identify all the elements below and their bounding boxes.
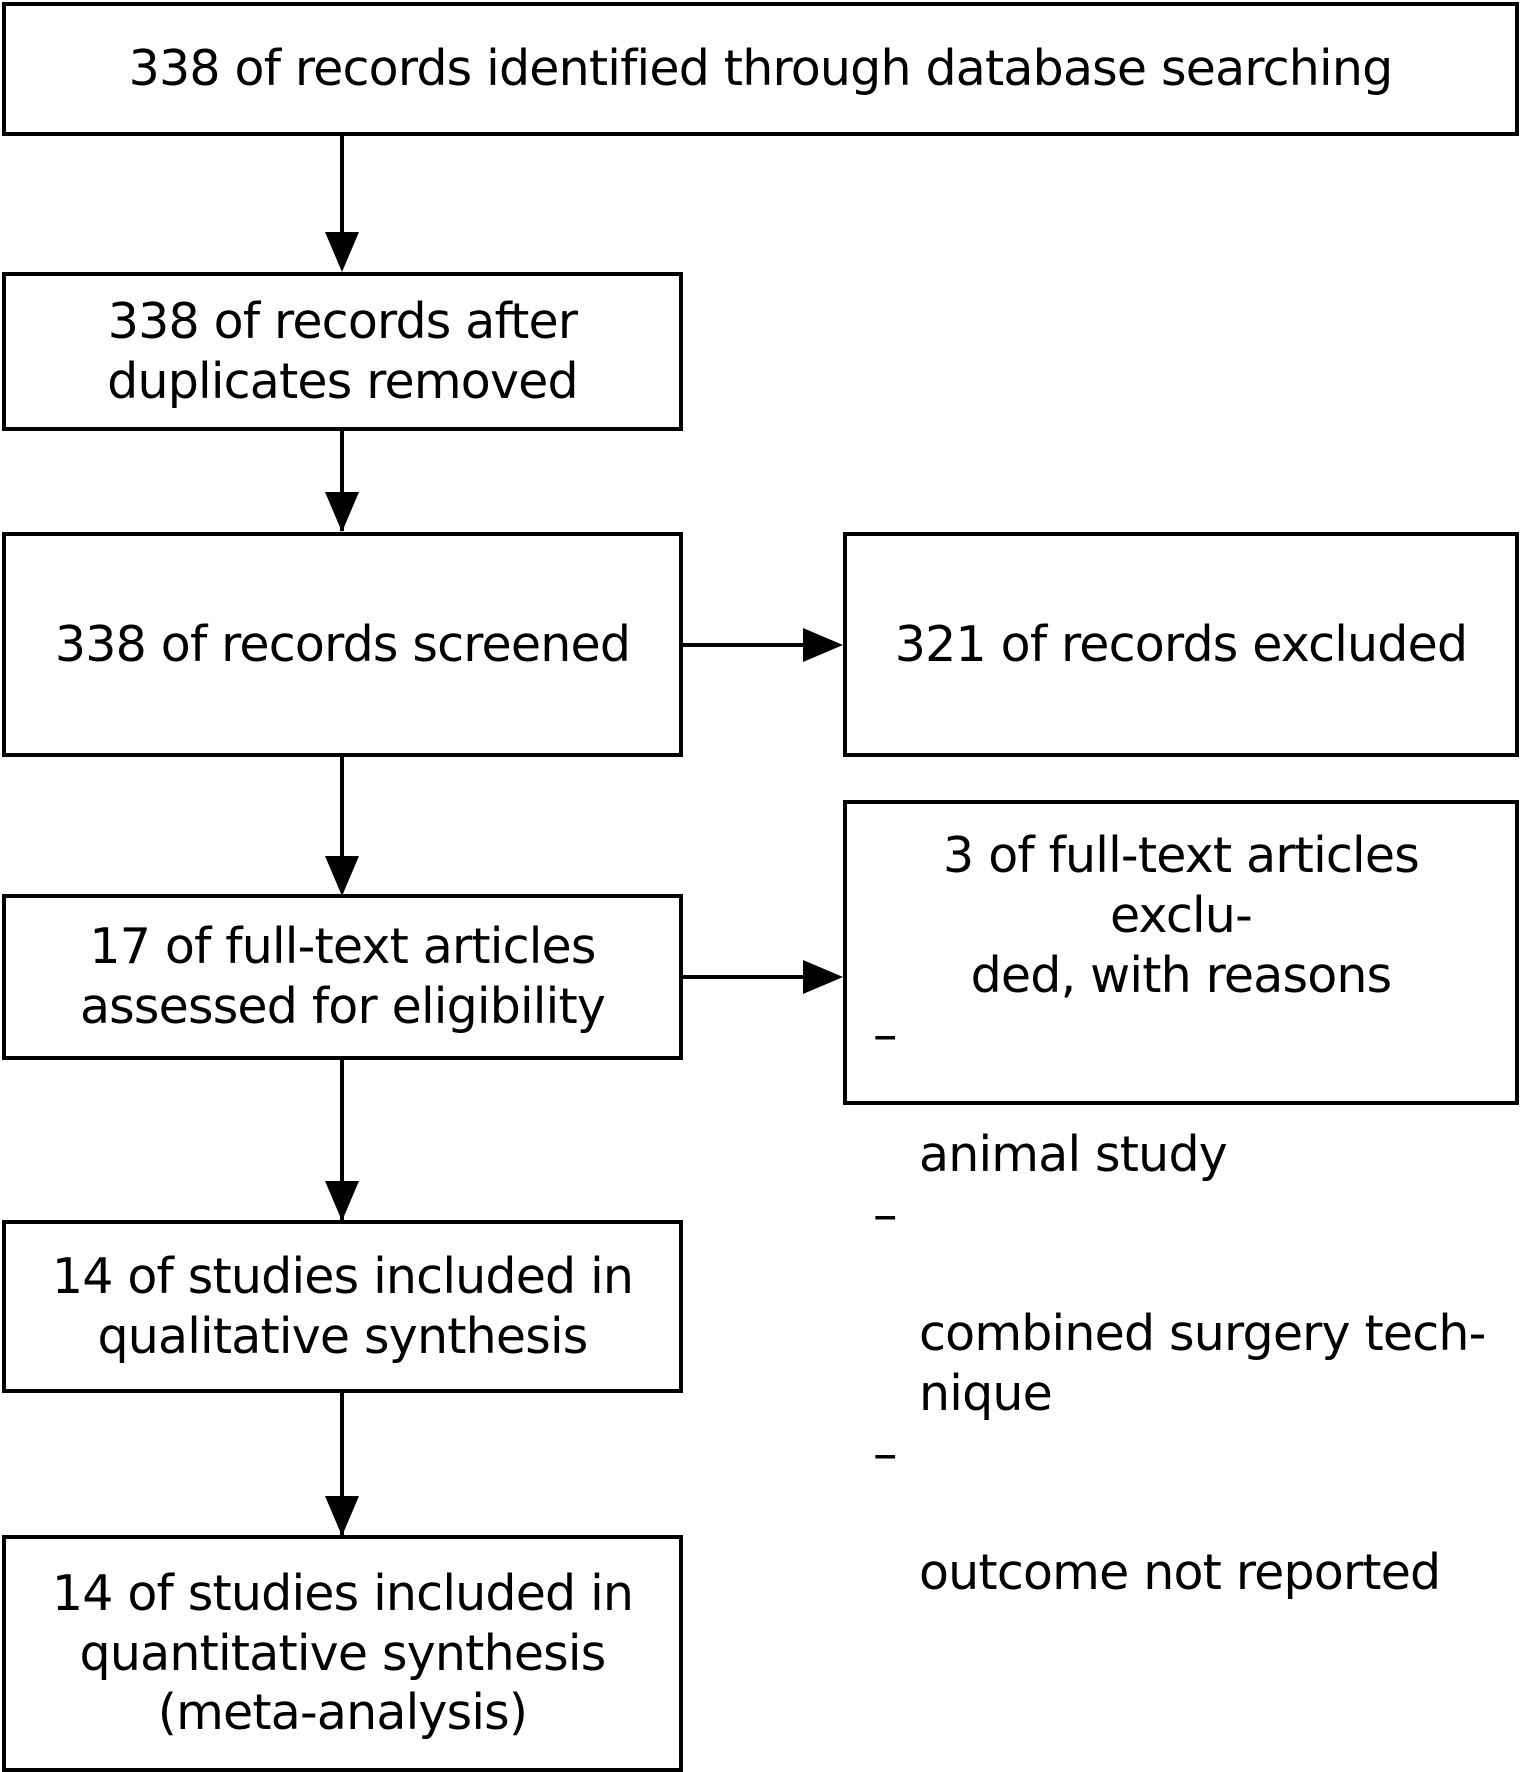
box-records-identified-label: 338 of records identified through databa… [128,40,1394,98]
exclusion-reason-label: combined surgery tech- nique [919,1305,1486,1422]
connector-qualitative-to-quantitative-arrow [325,1496,359,1536]
connector-fulltext-to-qualitative-arrow [325,1181,359,1221]
box-fulltext-excluded-heading: 3 of full-text articles exclu- ded, with… [943,827,1420,1004]
box-fulltext-assessed: 17 of full-text articles assessed for el… [2,894,683,1060]
connector-fulltext-to-excluded-arrow [803,960,843,994]
box-records-screened-label: 338 of records screened [54,615,631,673]
box-duplicates-removed: 338 of records after duplicates removed [2,272,683,431]
dash-bullet-icon: – [873,1006,897,1064]
exclusion-reason-label: animal study [919,1125,1228,1183]
connector-identified-to-duplicates-arrow [325,232,359,272]
box-fulltext-assessed-label: 17 of full-text articles assessed for el… [79,918,606,1035]
box-records-screened: 338 of records screened [2,532,683,757]
exclusion-reason-item: – combined surgery tech- nique [873,1185,1489,1424]
exclusion-reason-item: – outcome not reported [873,1424,1489,1603]
box-records-excluded-label: 321 of records excluded [894,615,1468,673]
connector-duplicates-to-screened-arrow [325,492,359,532]
box-records-excluded: 321 of records excluded [843,532,1519,757]
box-qualitative-synthesis-label: 14 of studies included in qualitative sy… [51,1247,634,1365]
connector-screened-to-excluded-arrow [803,628,843,662]
connector-duplicates-to-screened-line [340,431,344,531]
connector-screened-to-fulltext-arrow [325,856,359,896]
connector-screened-to-excluded-line [683,643,808,647]
exclusion-reason-label: outcome not reported [919,1544,1441,1602]
box-quantitative-synthesis-label: 14 of studies included in quantitative s… [51,1564,634,1742]
connector-fulltext-to-qualitative-line [340,1060,344,1220]
dash-bullet-icon: – [873,1185,897,1243]
box-qualitative-synthesis: 14 of studies included in qualitative sy… [2,1220,683,1393]
connector-fulltext-to-excluded-line [683,975,808,979]
dash-bullet-icon: – [873,1424,897,1482]
connector-qualitative-to-quantitative-line [340,1393,344,1535]
connector-screened-to-fulltext-line [340,757,344,892]
box-quantitative-synthesis: 14 of studies included in quantitative s… [2,1535,683,1772]
box-duplicates-removed-label: 338 of records after duplicates removed [107,292,579,410]
box-records-identified: 338 of records identified through databa… [2,2,1519,136]
box-fulltext-excluded: 3 of full-text articles exclu- ded, with… [843,800,1519,1601]
exclusion-reasons-list: – animal study – combined surgery tech- … [873,1005,1489,1603]
connector-identified-to-duplicates-line [340,136,344,238]
exclusion-reason-item: – animal study [873,1005,1489,1184]
